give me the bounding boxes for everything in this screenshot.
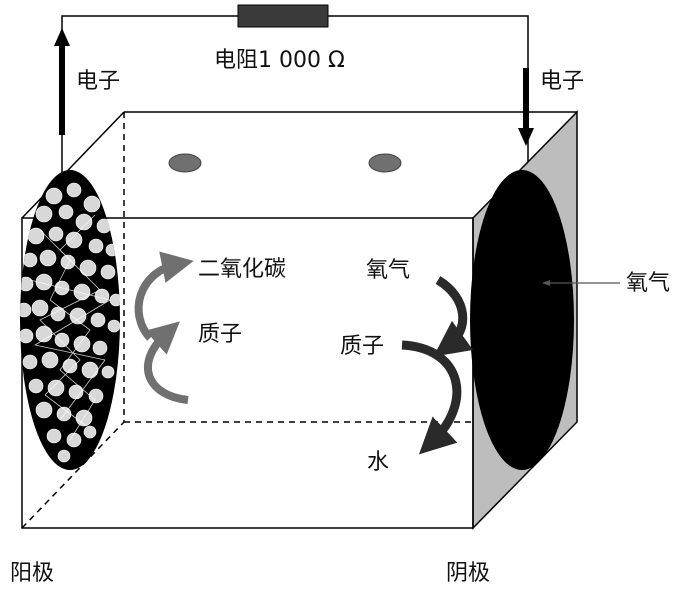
oxygen-label-inner: 氧气 [366,258,410,283]
proton-flow-arrow-left [144,321,189,404]
cathode-label: 阴极 [446,561,490,586]
co2-label: 二氧化碳 [198,257,286,282]
electron-arrowhead-right [518,128,534,146]
water-label: 水 [367,450,389,475]
proton-label-right: 质子 [340,334,384,359]
cathode-electrode [470,170,574,470]
box-front-face [21,217,474,529]
top-port-right [368,153,402,173]
resistor-label: 电阻1 000 Ω [214,48,345,73]
proton-to-water-arrow [401,340,462,455]
proton-label-left: 质子 [198,322,242,347]
co2-flow-arrow [134,251,194,341]
top-port-left [168,153,202,173]
oxygen-label-outer: 氧气 [626,271,670,296]
circuit-wire [61,15,529,180]
anode-network-lines [29,214,112,441]
electron-label-left: 电子 [76,69,120,94]
box-bottom-left-dashed [21,421,125,529]
resistor-block [237,4,329,28]
electron-label-right: 电子 [540,69,584,94]
oxygen-flow-arrow [433,276,474,357]
electron-arrowhead-left [54,28,70,46]
anode-label: 阳极 [10,561,54,586]
box-top-left [21,111,125,219]
